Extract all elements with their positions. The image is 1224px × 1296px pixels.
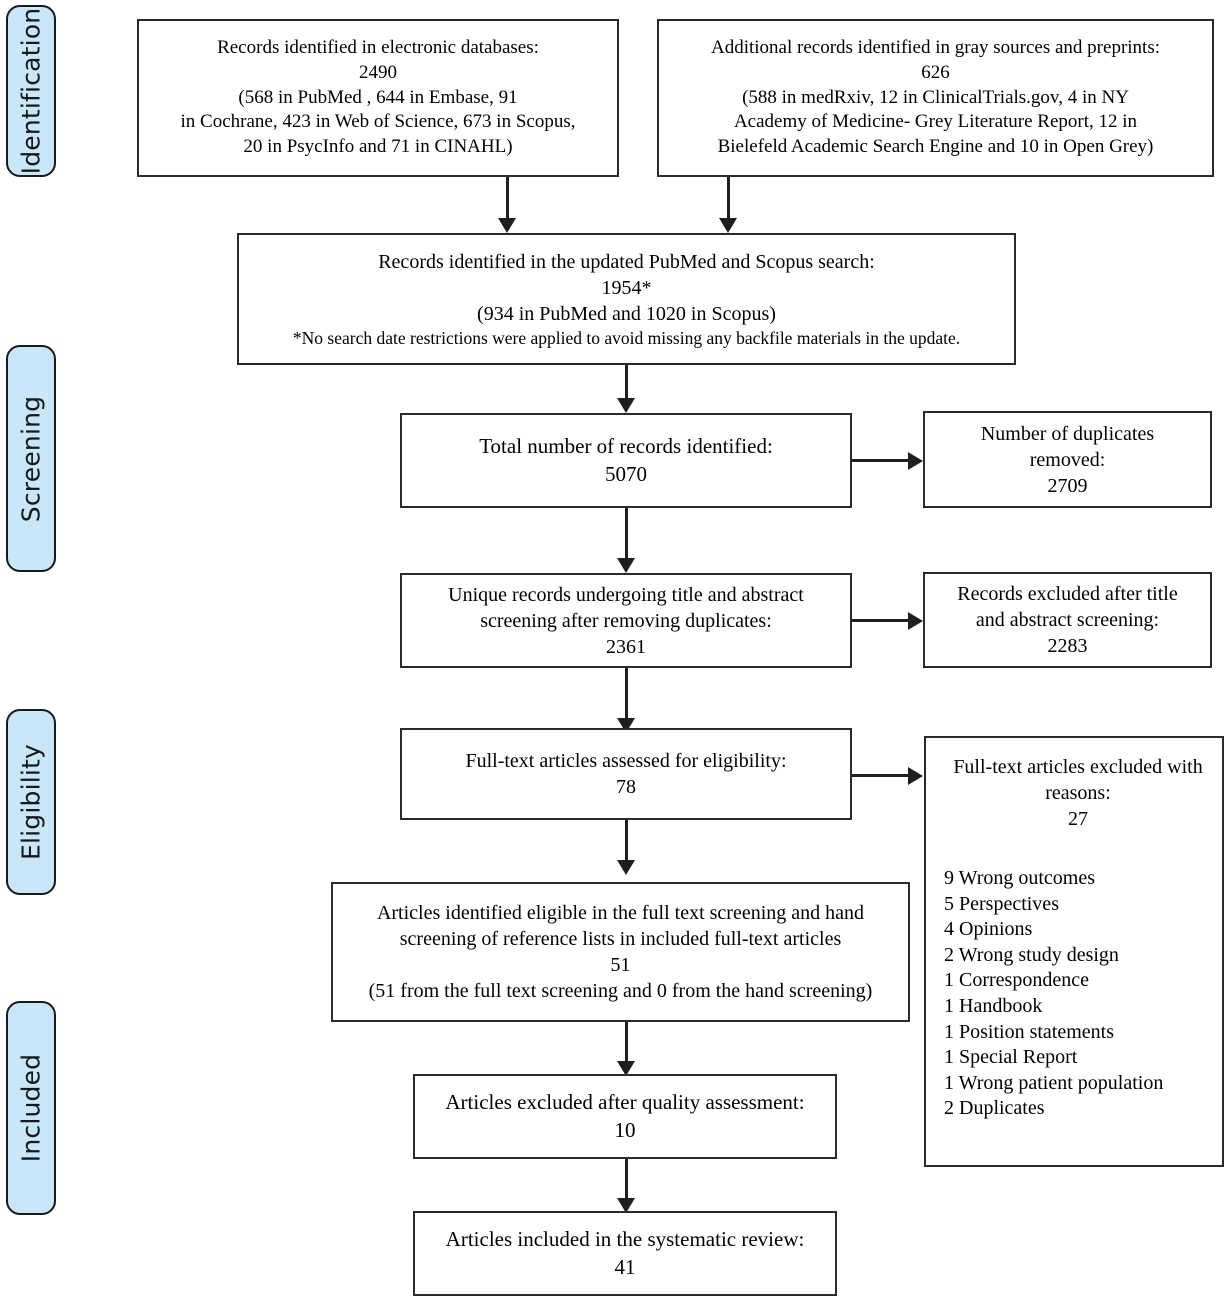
box-excluded-title-abstract: Records excluded after title and abstrac… xyxy=(923,572,1212,668)
box-duplicates-removed-text: Number of duplicates removed: 2709 xyxy=(980,422,1155,497)
box-fulltext-excluded-reasons: Full-text articles excluded with reasons… xyxy=(924,736,1224,1167)
connector-fulltext-to-eligible xyxy=(625,820,628,863)
list-item: 5 Perspectives xyxy=(944,892,1059,915)
arrow-quality-to-included xyxy=(617,1198,635,1213)
stage-tab-screening: Screening xyxy=(6,345,56,572)
box-unique-records: Unique records undergoing title and abst… xyxy=(400,573,852,668)
box-updated-search-note: *No search date restrictions were applie… xyxy=(292,327,961,348)
list-item: 1 Wrong patient population xyxy=(944,1071,1164,1094)
arrow-eligible-to-quality xyxy=(617,1061,635,1076)
list-item: 4 Opinions xyxy=(944,918,1033,941)
connector-eligible-to-quality xyxy=(625,1022,628,1064)
arrow-electronic-to-updated xyxy=(498,218,516,233)
fulltext-excluded-heading: Full-text articles excluded with reasons… xyxy=(953,756,1203,830)
box-fulltext-assessed: Full-text articles assessed for eligibil… xyxy=(400,728,852,820)
connector-unique-to-excluded xyxy=(852,619,910,622)
box-duplicates-removed: Number of duplicates removed: 2709 xyxy=(923,411,1212,508)
box-excluded-title-abstract-text: Records excluded after title and abstrac… xyxy=(957,583,1178,657)
arrow-gray-to-updated xyxy=(719,218,737,233)
stage-tab-screening-label: Screening xyxy=(16,395,46,522)
list-item: 1 Handbook xyxy=(944,994,1043,1017)
arrow-total-to-duplicates xyxy=(908,452,923,470)
connector-quality-to-included xyxy=(625,1159,628,1201)
box-eligible-articles-text: Articles identified eligible in the full… xyxy=(368,902,873,1002)
arrow-fulltext-to-reasons xyxy=(908,767,923,785)
stage-tab-eligibility-label: Eligibility xyxy=(16,743,46,861)
list-item: 1 Special Report xyxy=(944,1046,1078,1069)
box-excluded-quality: Articles excluded after quality assessme… xyxy=(413,1074,837,1159)
box-electronic-databases-text: Records identified in electronic databas… xyxy=(180,37,576,158)
arrow-total-to-unique xyxy=(617,558,635,573)
box-unique-records-text: Unique records undergoing title and abst… xyxy=(448,583,804,658)
stage-tab-eligibility: Eligibility xyxy=(6,709,56,895)
list-item: 2 Wrong study design xyxy=(944,943,1119,966)
arrow-updated-to-total xyxy=(617,398,635,413)
arrow-unique-to-excluded xyxy=(908,612,923,630)
arrow-fulltext-to-eligible xyxy=(617,860,635,875)
box-eligible-articles: Articles identified eligible in the full… xyxy=(331,882,910,1022)
connector-updated-to-total xyxy=(625,365,628,400)
box-electronic-databases: Records identified in electronic databas… xyxy=(137,19,619,177)
box-fulltext-assessed-text: Full-text articles assessed for eligibil… xyxy=(465,750,787,798)
stage-tab-included-label: Included xyxy=(16,1053,46,1163)
connector-total-to-duplicates xyxy=(852,459,910,462)
box-total-records-text: Total number of records identified: 5070 xyxy=(479,434,773,486)
box-updated-search-text: Records identified in the updated PubMed… xyxy=(378,250,875,325)
box-excluded-quality-text: Articles excluded after quality assessme… xyxy=(445,1090,805,1142)
list-item: 2 Duplicates xyxy=(944,1097,1045,1120)
connector-total-to-unique xyxy=(625,508,628,561)
box-gray-sources-text: Additional records identified in gray so… xyxy=(710,37,1160,158)
fulltext-excluded-reason-list: 9 Wrong outcomes 5 Perspectives 4 Opinio… xyxy=(944,866,1216,1122)
box-updated-search: Records identified in the updated PubMed… xyxy=(237,233,1016,365)
stage-tab-identification-label: Identification xyxy=(16,7,46,175)
connector-fulltext-to-reasons xyxy=(852,774,910,777)
stage-tab-included: Included xyxy=(6,1001,56,1215)
list-item: 9 Wrong outcomes xyxy=(944,867,1096,889)
connector-gray-to-updated xyxy=(727,177,730,220)
list-item: 1 Correspondence xyxy=(944,969,1089,992)
stage-tab-identification: Identification xyxy=(6,5,56,177)
box-gray-sources: Additional records identified in gray so… xyxy=(657,19,1214,177)
box-included-review-text: Articles included in the systematic revi… xyxy=(445,1227,805,1279)
list-item: 1 Position statements xyxy=(944,1020,1114,1043)
box-total-records: Total number of records identified: 5070 xyxy=(400,413,852,508)
connector-unique-to-fulltext xyxy=(625,668,628,721)
connector-electronic-to-updated xyxy=(506,177,509,220)
box-included-review: Articles included in the systematic revi… xyxy=(413,1211,837,1296)
